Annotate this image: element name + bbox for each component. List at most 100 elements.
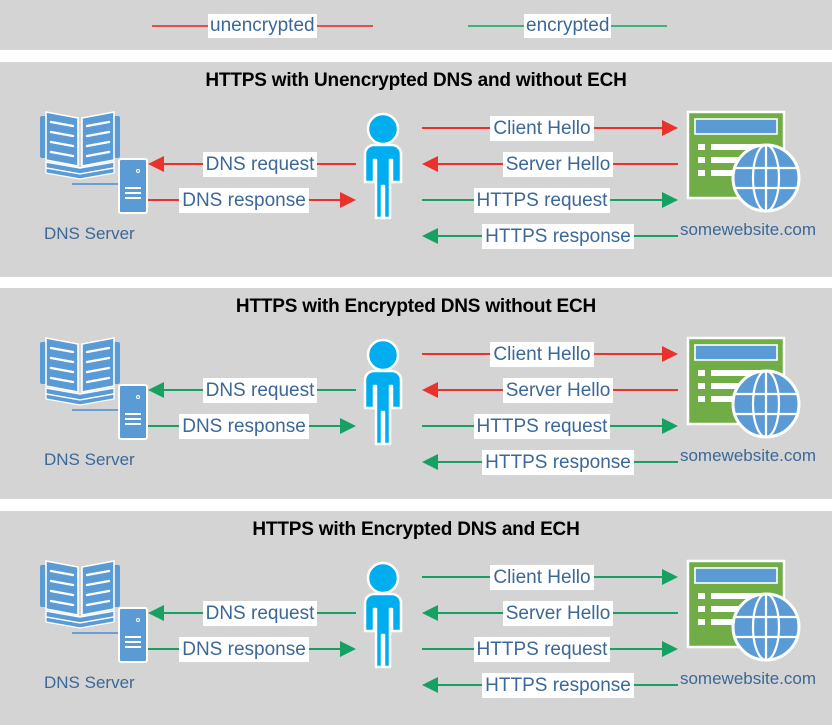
flow-line	[148, 648, 180, 650]
arrowhead-left-icon	[422, 605, 438, 621]
flow-line	[438, 389, 503, 391]
server-vent-lines	[125, 187, 141, 202]
arrowhead-right-icon	[340, 418, 356, 434]
website-group: somewebsite.com	[668, 110, 828, 260]
website-caption: somewebsite.com	[679, 220, 817, 239]
server-cable	[72, 183, 120, 185]
arrowhead-right-icon	[662, 120, 678, 136]
server-status-dot	[136, 169, 140, 173]
flow-label: DNS response	[179, 413, 309, 439]
legend-band: unencrypted encrypted	[0, 0, 832, 50]
flow-client-hello: Client Hello	[422, 563, 678, 591]
scenario-panel-1: HTTPS with Unencrypted DNS and without E…	[0, 62, 832, 277]
legend-label-encrypted: encrypted	[524, 14, 612, 38]
flow-label: DNS response	[179, 636, 309, 662]
flow-line	[317, 389, 356, 391]
flow-line	[438, 461, 483, 463]
flow-label: HTTPS response	[482, 672, 634, 698]
flow-client-hello: Client Hello	[422, 114, 678, 142]
globe-icon	[731, 143, 801, 213]
flow-line	[422, 353, 491, 355]
scenario-panel-2: HTTPS with Encrypted DNS without ECH	[0, 288, 832, 499]
server-vent-lines	[125, 413, 141, 428]
flow-label: DNS request	[202, 377, 318, 403]
server-tower-icon	[118, 384, 148, 440]
flow-label: DNS request	[202, 151, 318, 177]
flow-line	[613, 612, 679, 614]
dns-server-caption: DNS Server	[44, 224, 135, 243]
book-icon	[40, 111, 120, 180]
flow-line	[317, 163, 356, 165]
legend-item-unencrypted: unencrypted	[152, 14, 373, 38]
flow-label: HTTPS request	[473, 187, 611, 213]
arrowhead-left-icon	[422, 156, 438, 172]
flow-server-hello: Server Hello	[422, 376, 679, 404]
website-caption: somewebsite.com	[679, 669, 817, 688]
legend-line-unencrypted-left	[152, 25, 208, 27]
arrowhead-right-icon	[662, 192, 678, 208]
flow-line	[422, 425, 474, 427]
flow-line	[422, 576, 491, 578]
flow-line	[593, 127, 662, 129]
website-icon	[686, 559, 801, 662]
flow-dns-response: DNS response	[148, 635, 356, 663]
flow-line	[422, 127, 491, 129]
flow-line	[317, 612, 356, 614]
flow-line	[438, 684, 483, 686]
arrowhead-left-icon	[148, 156, 164, 172]
arrowhead-left-icon	[422, 228, 438, 244]
flow-line	[593, 576, 662, 578]
flow-label: HTTPS request	[473, 413, 611, 439]
panel-title: HTTPS with Encrypted DNS without ECH	[235, 296, 597, 317]
server-vent-lines	[125, 636, 141, 651]
flow-label: HTTPS response	[482, 223, 634, 249]
flow-line	[308, 199, 340, 201]
flow-label: Client Hello	[490, 341, 594, 367]
flow-label: Server Hello	[502, 151, 614, 177]
server-tower-icon	[118, 158, 148, 214]
flow-line	[148, 425, 180, 427]
user-icon	[363, 561, 403, 669]
flow-line	[164, 612, 203, 614]
legend-line-unencrypted-right	[316, 25, 373, 27]
website-icon	[686, 336, 801, 439]
legend-item-encrypted: encrypted	[468, 14, 668, 38]
flow-line	[633, 684, 679, 686]
flow-line	[308, 648, 340, 650]
legend-line-encrypted-left	[468, 25, 524, 27]
flow-line	[610, 648, 662, 650]
flow-line	[308, 425, 340, 427]
arrowhead-right-icon	[662, 569, 678, 585]
flow-dns-response: DNS response	[148, 412, 356, 440]
server-status-dot	[136, 618, 140, 622]
arrowhead-left-icon	[148, 605, 164, 621]
legend-label-unencrypted: unencrypted	[208, 14, 317, 38]
website-icon	[686, 110, 801, 213]
flow-https-response: HTTPS response	[422, 448, 679, 476]
server-cable	[72, 632, 120, 634]
flow-line	[610, 425, 662, 427]
globe-icon	[731, 369, 801, 439]
arrowhead-left-icon	[422, 677, 438, 693]
server-status-dot	[136, 395, 140, 399]
website-group: somewebsite.com	[668, 559, 828, 709]
flow-https-response: HTTPS response	[422, 222, 679, 250]
dns-server-group: DNS Server	[30, 559, 165, 704]
flow-line	[438, 163, 503, 165]
flow-label: DNS request	[202, 600, 318, 626]
flow-server-hello: Server Hello	[422, 599, 679, 627]
flow-label: Server Hello	[502, 377, 614, 403]
arrowhead-left-icon	[422, 382, 438, 398]
panel-title: HTTPS with Encrypted DNS and ECH	[252, 519, 580, 540]
dns-server-caption: DNS Server	[44, 450, 135, 469]
flow-line	[593, 353, 662, 355]
flow-label: DNS response	[179, 187, 309, 213]
arrowhead-left-icon	[422, 454, 438, 470]
arrowhead-right-icon	[662, 418, 678, 434]
website-group: somewebsite.com	[668, 336, 828, 486]
flow-dns-request: DNS request	[148, 150, 356, 178]
dns-server-caption: DNS Server	[44, 673, 135, 692]
flow-line	[613, 163, 679, 165]
book-icon	[40, 560, 120, 629]
